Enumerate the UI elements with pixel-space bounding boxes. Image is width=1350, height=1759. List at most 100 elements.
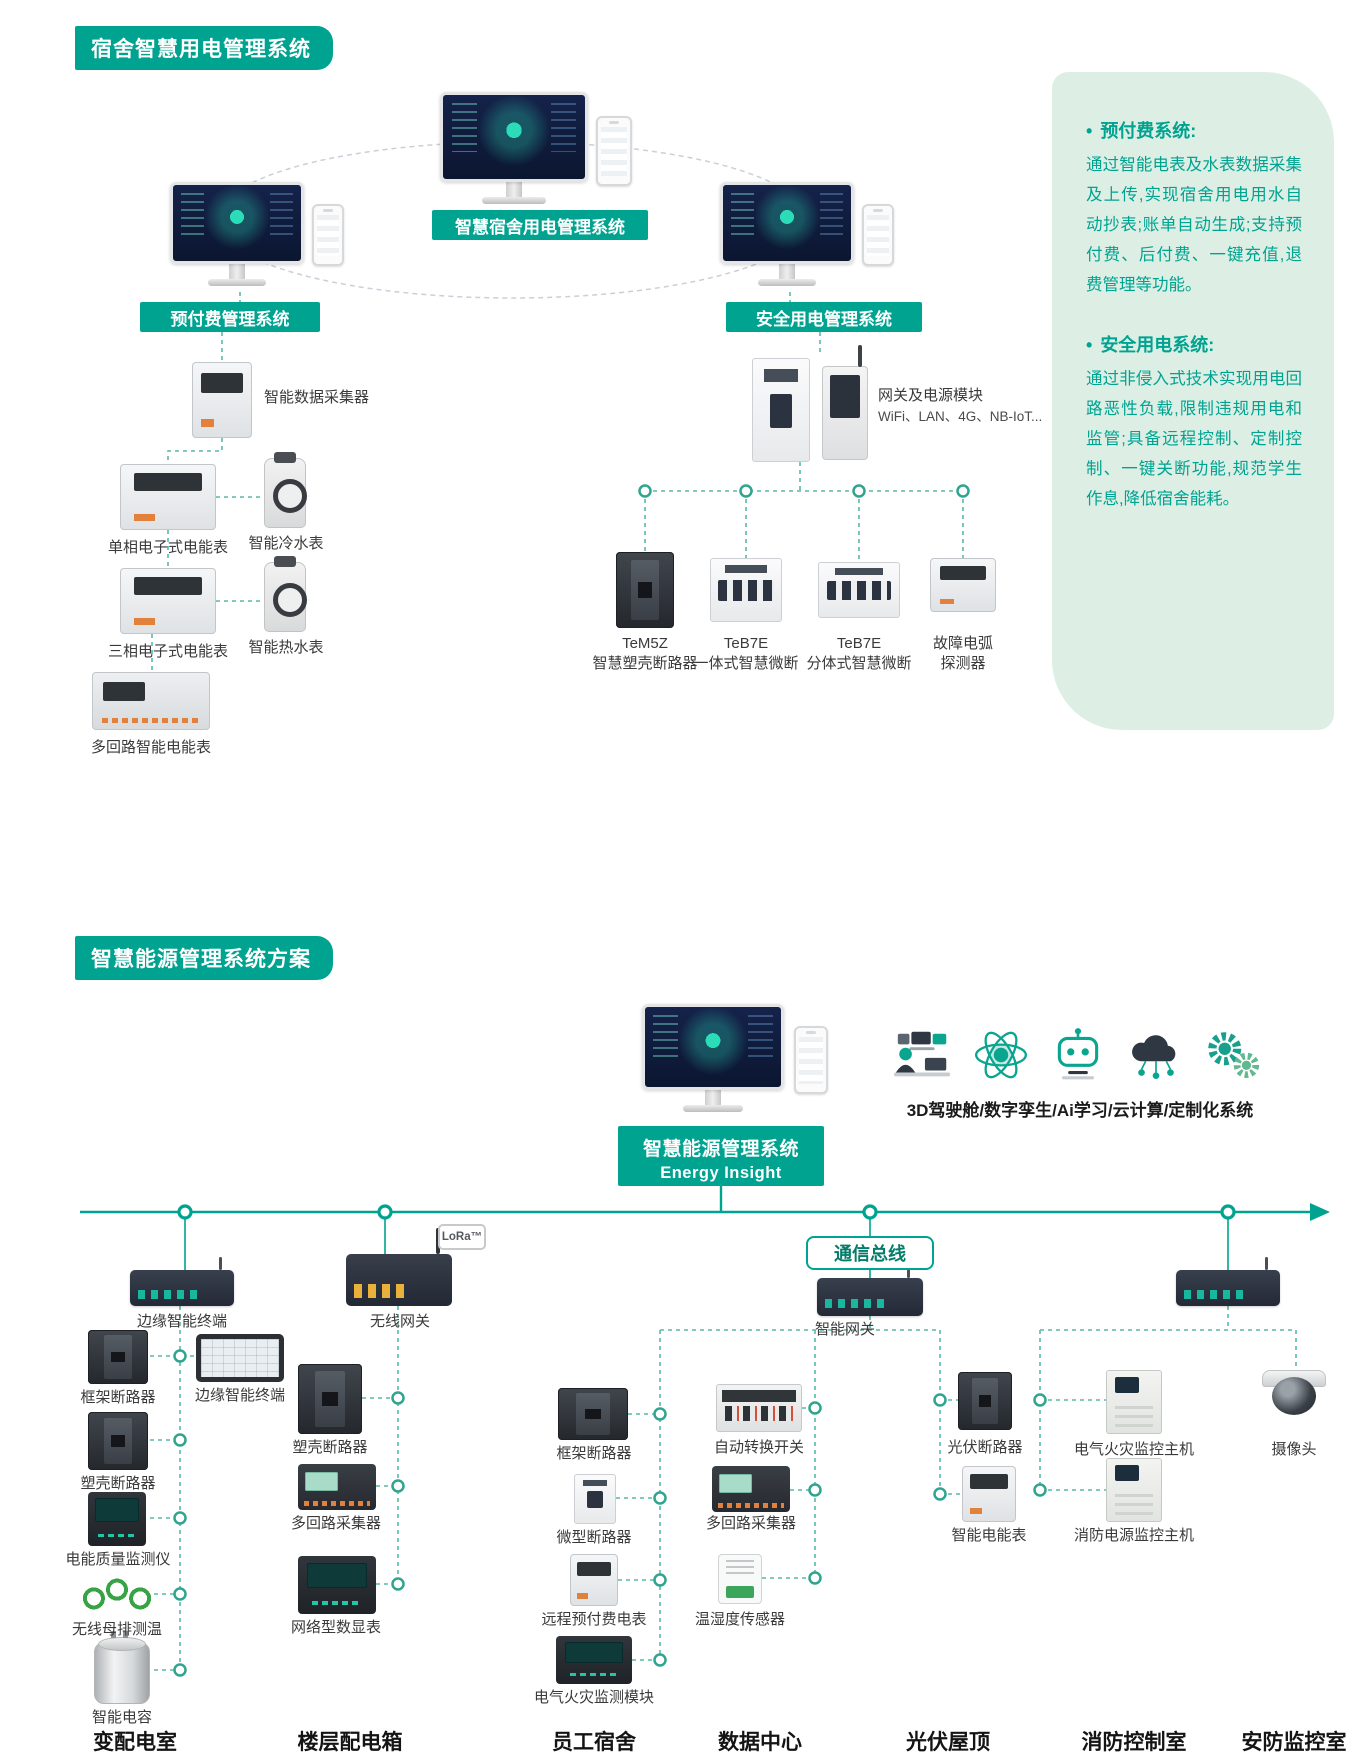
digital-twin-icon — [970, 1026, 1032, 1084]
device-multi-circuit-meter — [92, 672, 210, 730]
device-mccb — [298, 1364, 362, 1434]
device-frame-breaker — [558, 1388, 628, 1440]
label-three-phase-meter: 三相电子式电能表 — [107, 643, 228, 660]
label-teb7e1-name: 一体式智慧微断 — [693, 655, 799, 672]
custom-system-gears-icon — [1208, 1032, 1260, 1078]
platform-name-en: Energy Insight — [660, 1164, 782, 1182]
energy-platform-label: 智慧能源管理系统 Energy Insight — [618, 1126, 824, 1186]
cloud-computing-icon — [1131, 1035, 1175, 1079]
device-electrical-fire-host — [1106, 1370, 1162, 1434]
section2-title: 智慧能源管理系统方案 — [75, 936, 333, 980]
label-network-display-meter: 网络型数显表 — [290, 1619, 381, 1636]
monitor-base — [208, 279, 266, 286]
phone-device — [312, 204, 344, 266]
label-power-quality-monitor: 电能质量监测仪 — [65, 1551, 171, 1568]
device-three-phase-meter — [120, 568, 216, 634]
center-system-label: 智慧宿舍用电管理系统 — [432, 210, 648, 240]
sidebar-item-safety: •安全用电系统: 通过非侵入式技术实现用电回路恶性负载,限制违规用电和监管;具备… — [1086, 332, 1302, 514]
device-mccb — [88, 1412, 148, 1470]
digital-twin-icon — [974, 1031, 1027, 1079]
prepaid-system-label: 预付费管理系统 — [140, 302, 320, 332]
monitor-stand — [779, 264, 795, 279]
device-edge-terminal-gateway — [130, 1257, 234, 1306]
sidebar-title-text: 安全用电系统: — [1100, 335, 1215, 356]
device-cold-water-meter — [264, 452, 307, 528]
device-tem5z-mccb — [616, 552, 674, 628]
device-multi-circuit-collector — [298, 1464, 376, 1510]
label-edge-terminal-tablet: 边缘智能终端 — [194, 1387, 285, 1404]
column-name-pv-roof: 光伏屋顶 — [906, 1731, 990, 1754]
safety-system-label: 安全用电管理系统 — [726, 302, 922, 332]
label-gateway-module: 网关及电源模块 — [878, 387, 984, 404]
column-name-datacenter: 数据中心 — [718, 1731, 802, 1754]
device-teb7e-integrated — [710, 558, 782, 622]
cockpit-icon — [893, 1031, 951, 1077]
monitor-screen — [170, 182, 304, 264]
label-gateway-protocols: WiFi、LAN、4G、NB-IoT... — [878, 409, 1043, 424]
label-tem5z-model: TeM5Z — [622, 635, 668, 652]
device-dome-camera — [1262, 1370, 1326, 1418]
section1-title: 宿舍智慧用电管理系统 — [75, 26, 333, 70]
device-teb7e-split — [818, 562, 900, 618]
label-edge-terminal-gateway: 边缘智能终端 — [136, 1313, 227, 1330]
cloud-computing-icon — [1125, 1026, 1187, 1084]
column-name-dormitory: 员工宿舍 — [552, 1731, 636, 1754]
label-cold-water-meter: 智能冷水表 — [248, 535, 324, 552]
lora-badge: LoRa™ — [438, 1224, 486, 1250]
label-data-collector: 智能数据采集器 — [264, 389, 370, 406]
sidebar-title-safety: •安全用电系统: — [1086, 332, 1302, 359]
phone-device — [596, 116, 632, 186]
label-teb7e2-name: 分体式智慧微断 — [806, 655, 912, 672]
device-miniature-breaker — [574, 1474, 616, 1524]
label-multi-circuit-meter: 多回路智能电能表 — [90, 739, 211, 756]
device-power-quality-monitor — [88, 1492, 146, 1546]
sidebar-item-prepaid: • 预付费系统: 通过智能电表及水表数据采集及上传,实现宿舍用电用水自动抄表;账单… — [1086, 118, 1302, 300]
left-monitor — [170, 182, 304, 286]
system-description-panel: • 预付费系统: 通过智能电表及水表数据采集及上传,实现宿舍用电用水自动抄表;账单… — [1052, 72, 1334, 730]
column-name-security-room: 安防监控室 — [1241, 1731, 1347, 1754]
device-edge-terminal-tablet — [196, 1334, 284, 1382]
label-fire-power-host: 消防电源监控主机 — [1073, 1527, 1194, 1544]
label-teb7e2-model: TeB7E — [836, 635, 882, 652]
label-arc-detector-1: 故障电弧 — [932, 635, 993, 652]
label-temp-humidity-sensor: 温湿度传感器 — [694, 1611, 785, 1628]
label-electrical-fire-module: 电气火灾监测模块 — [533, 1689, 654, 1706]
device-busbar-temperature — [82, 1572, 152, 1616]
monitor-screen — [642, 1004, 784, 1090]
label-dome-camera: 摄像头 — [1271, 1441, 1317, 1458]
energy-platform-monitor — [642, 1004, 784, 1112]
label-auto-transfer-switch: 自动转换开关 — [713, 1439, 804, 1456]
label-smart-energy-meter: 智能电能表 — [951, 1527, 1027, 1544]
sidebar-title-text: 预付费系统: — [1100, 121, 1197, 141]
label-hot-water-meter: 智能热水表 — [248, 639, 324, 656]
device-gateway-power-module — [822, 345, 868, 460]
monitor-base — [758, 279, 816, 286]
label-prepaid-meter: 远程预付费电表 — [541, 1611, 647, 1628]
device-smart-breaker — [752, 358, 810, 462]
device-gateway-right — [1176, 1257, 1280, 1306]
platform-name: 智慧能源管理系统 — [642, 1139, 799, 1160]
device-prepaid-meter — [570, 1554, 618, 1606]
custom-system-gears-icon — [1202, 1026, 1264, 1084]
device-fire-power-host — [1106, 1458, 1162, 1522]
center-monitor — [440, 92, 588, 204]
label-arc-detector-2: 探测器 — [940, 655, 986, 672]
label-wireless-gateway: 无线网关 — [369, 1313, 430, 1330]
sidebar-body-prepaid: 通过智能电表及水表数据采集及上传,实现宿舍用电用水自动抄表;账单自动生成;支持预… — [1086, 156, 1302, 295]
label-single-phase-meter: 单相电子式电能表 — [107, 539, 228, 556]
device-multi-circuit-collector — [712, 1466, 790, 1512]
device-pv-breaker — [958, 1372, 1012, 1430]
device-data-collector — [192, 362, 252, 438]
label-pv-breaker: 光伏断路器 — [947, 1439, 1023, 1456]
label-mccb: 塑壳断路器 — [80, 1475, 156, 1492]
device-wireless-gateway — [346, 1228, 452, 1306]
label-smart-gateway: 智能网关 — [814, 1321, 875, 1338]
monitor-stand — [229, 264, 245, 279]
column-name-fire-control: 消防控制室 — [1081, 1731, 1187, 1754]
bullet-icon: • — [1086, 121, 1093, 141]
monitor-screen — [440, 92, 588, 182]
phone-device — [862, 204, 894, 266]
device-smart-energy-meter — [962, 1466, 1016, 1522]
communication-bus-label: 通信总线 — [806, 1236, 934, 1270]
